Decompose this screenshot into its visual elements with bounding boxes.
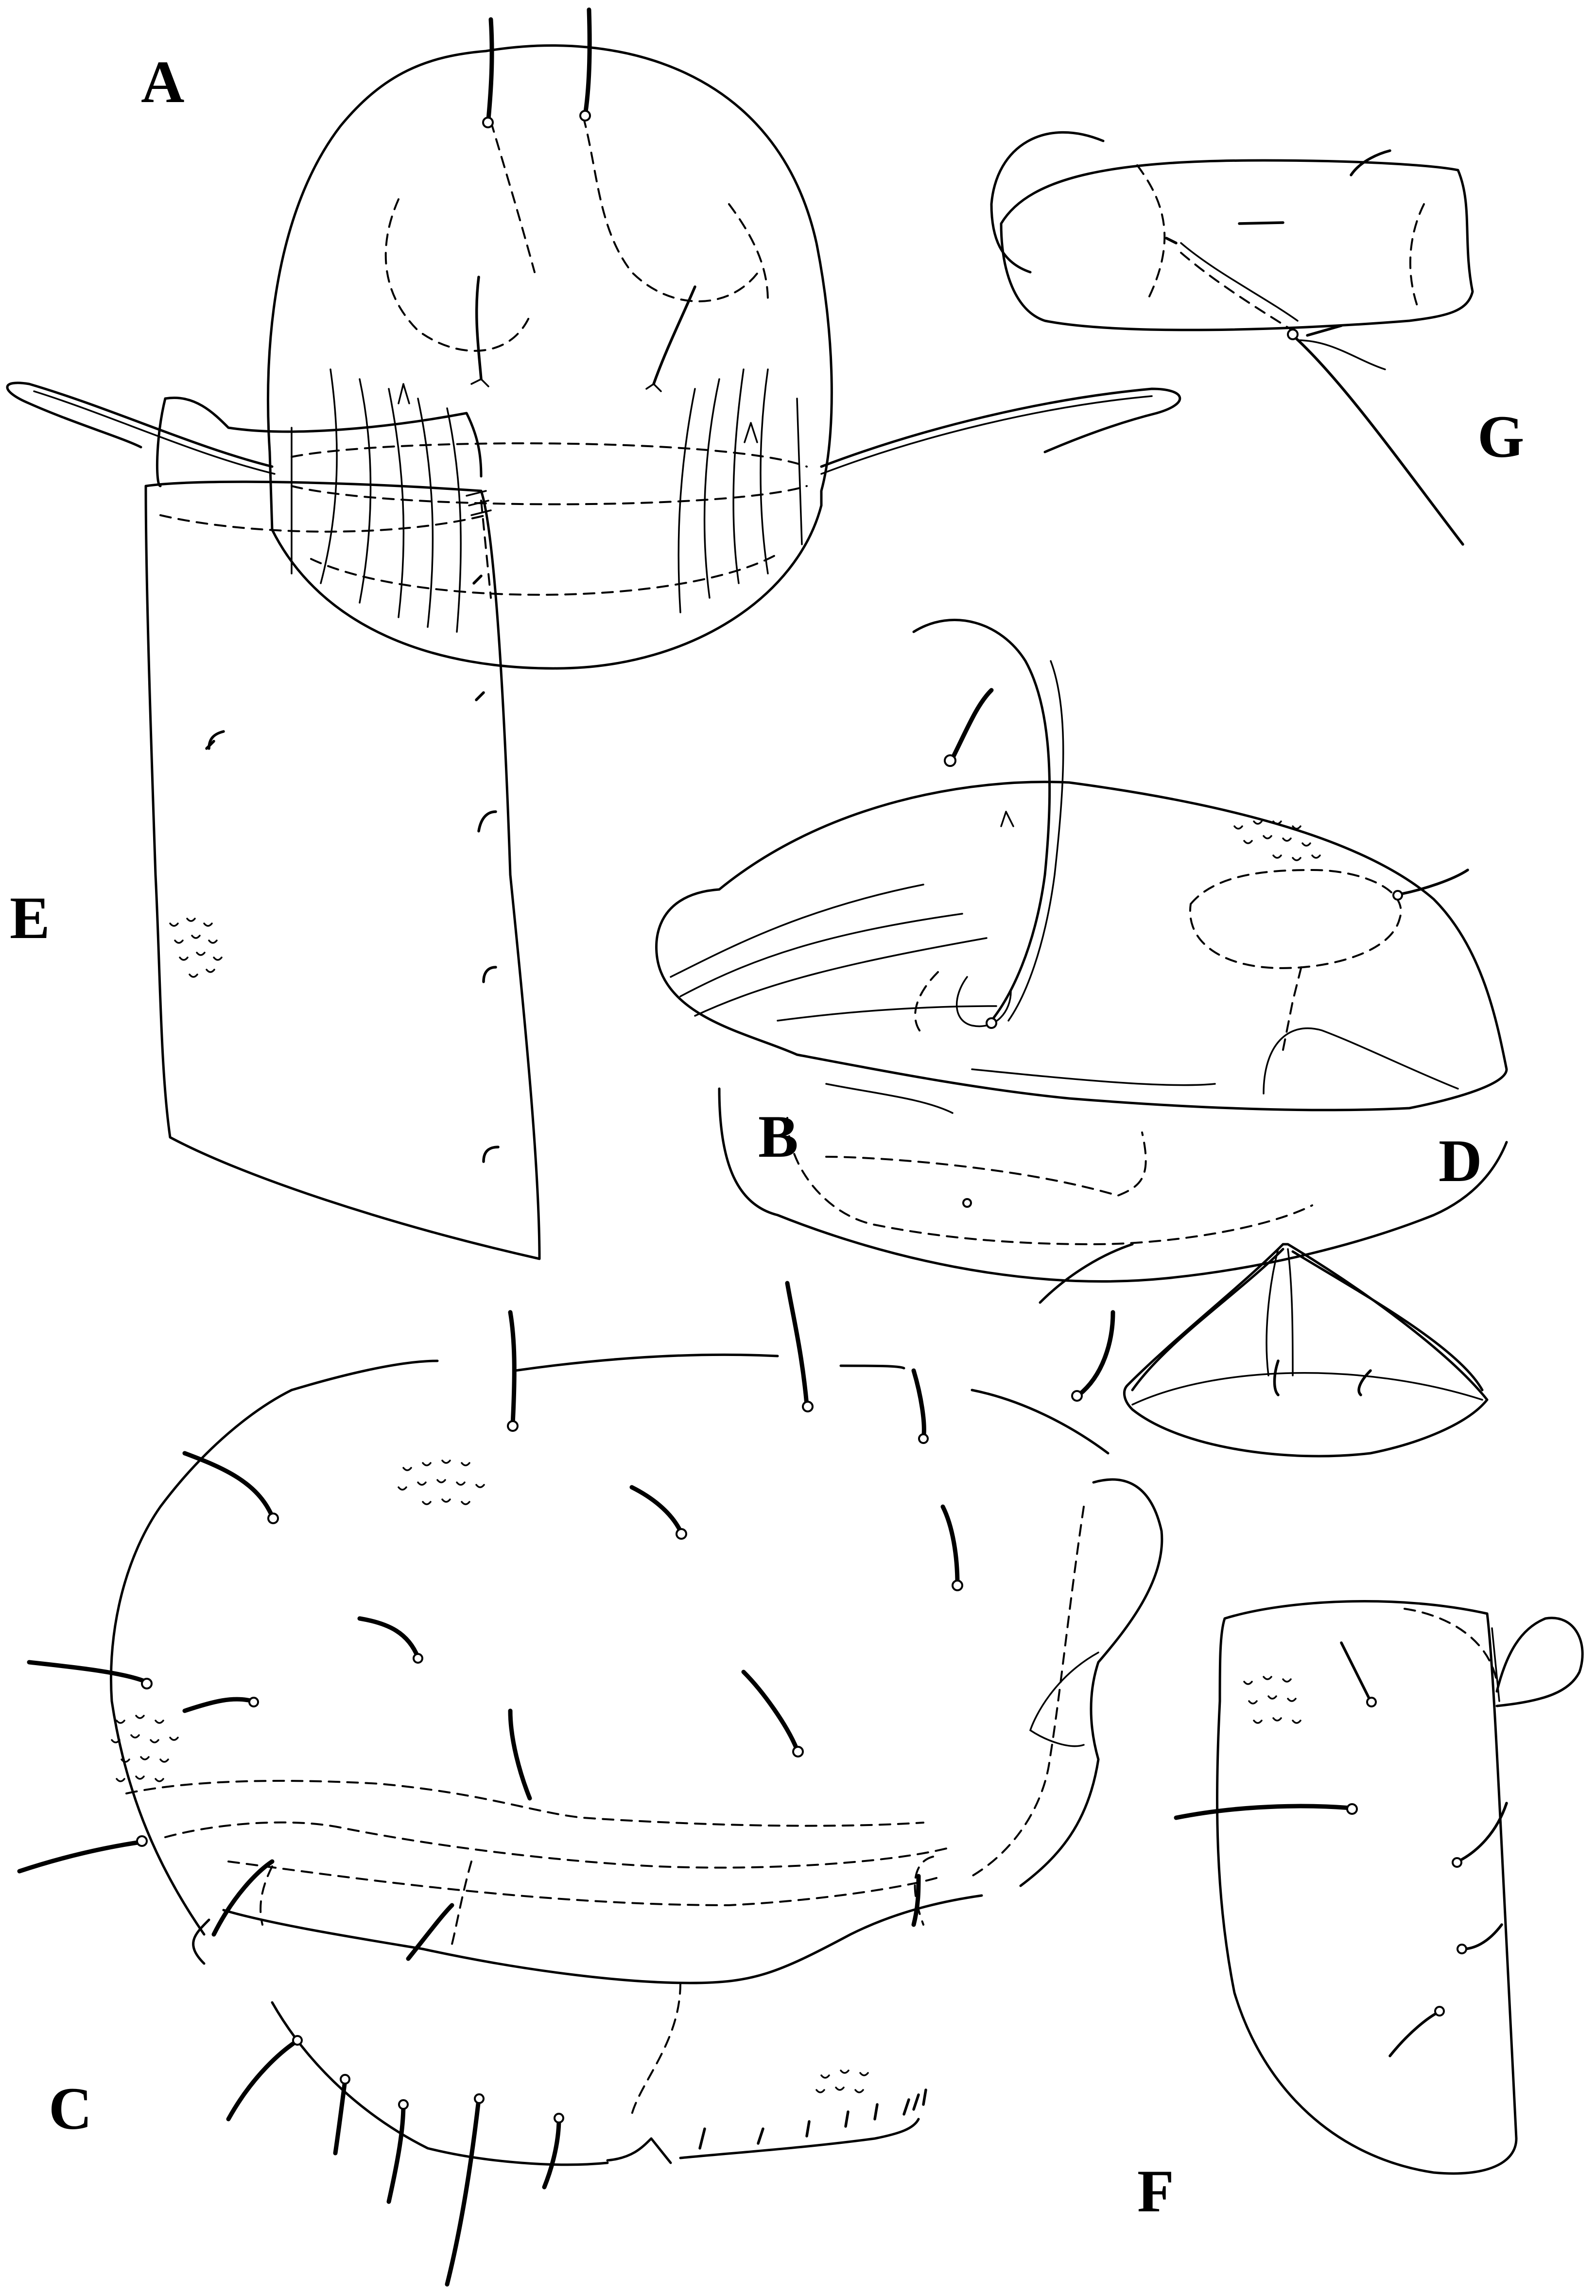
panel-g-drawing [990,131,1474,546]
panel-d-drawing [1123,1243,1489,1458]
panel-label-g: G [1477,403,1524,470]
panel-c-drawing [17,1281,1163,2287]
panel-f-drawing [1174,1600,1584,2175]
panel-label-b: B [758,1103,798,1170]
panel-b-drawing [655,619,1508,1304]
panel-a-drawing [6,7,1181,670]
panel-label-a: A [141,49,185,115]
panel-label-f: F [1137,2158,1174,2225]
panel-e-drawing [144,397,541,1260]
granule-cluster-e [169,918,223,978]
panel-label-d: D [1439,1128,1482,1194]
panel-label-e: E [10,885,50,951]
panel-label-c: C [49,2075,92,2142]
